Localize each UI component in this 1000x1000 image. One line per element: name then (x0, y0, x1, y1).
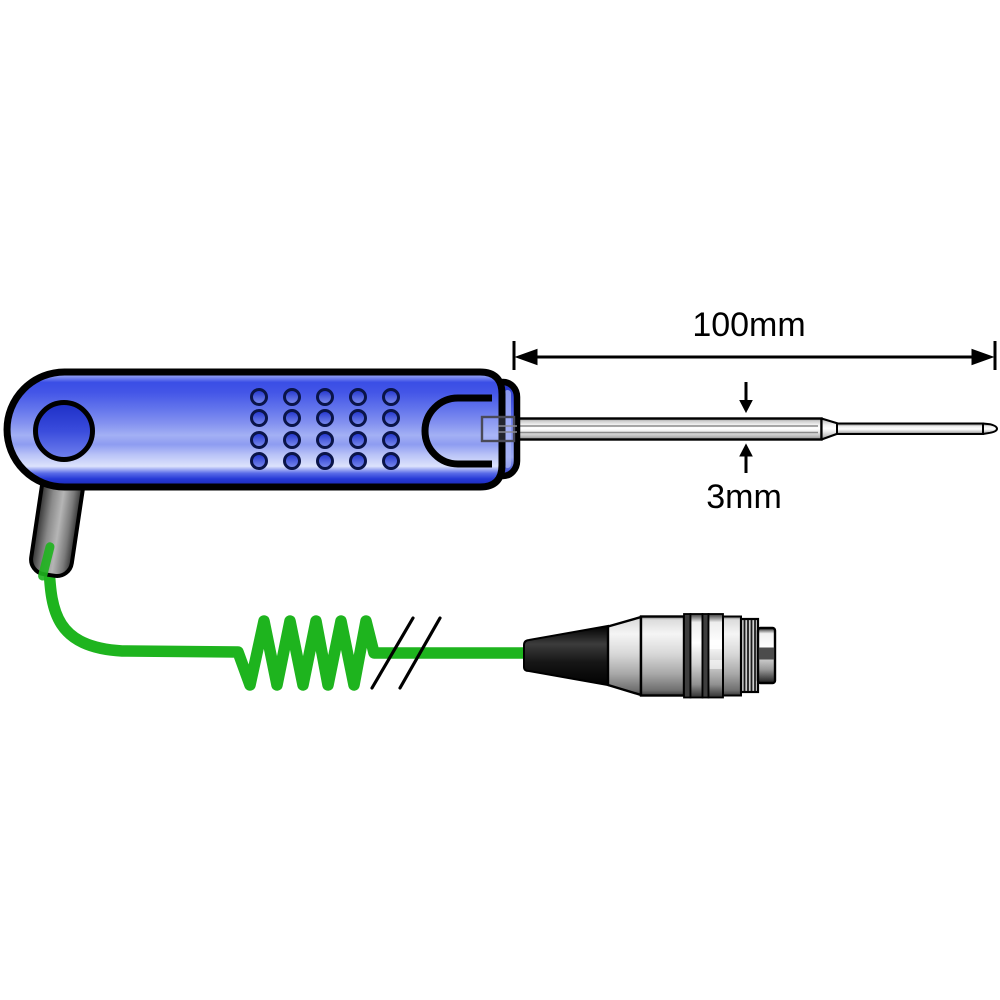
shaft-tip-section (836, 422, 984, 435)
shaft-taper (820, 417, 840, 441)
diameter-label: 3mm (706, 478, 782, 516)
diameter-annotation (739, 382, 753, 473)
arrowhead-up (739, 443, 753, 457)
cable-break-marks (370, 616, 442, 690)
coiled-cable (43, 560, 533, 691)
connector-ring-dark-1 (683, 613, 692, 699)
length-dimension-annotation (512, 341, 997, 370)
connector-collar (722, 615, 742, 697)
arrowhead-down (739, 400, 753, 414)
connector-ring-light-2 (707, 613, 724, 699)
shaft-thick-section (502, 417, 823, 441)
break-mark-2 (398, 616, 442, 690)
hidden-shaft-outline (480, 415, 517, 443)
length-label: 100mm (692, 306, 806, 344)
handle-body (3, 368, 506, 491)
hanging-hole (33, 400, 95, 462)
cable-path (43, 560, 533, 691)
connector-knurl (739, 617, 760, 694)
arrowhead-left (514, 348, 538, 366)
handle-nose-highlight (504, 390, 511, 468)
connector-ring-dark-2 (701, 613, 710, 699)
shaft-tip-point (982, 422, 998, 435)
probe-shaft (502, 417, 998, 441)
ring-gloss-lower (709, 660, 722, 669)
cable-stub (38, 542, 55, 581)
connector-ring-light-1 (689, 613, 704, 699)
grip-dots (250, 388, 400, 470)
connector-flare (606, 615, 643, 697)
connector-front-groove (758, 647, 775, 660)
ring-gloss-upper (709, 640, 722, 649)
connector (523, 613, 777, 699)
break-mark-1 (370, 616, 415, 690)
connector-barrel (639, 615, 686, 697)
connector-boot (523, 624, 609, 687)
probe-handle (3, 368, 521, 491)
handle-end-recess (421, 394, 492, 468)
arrowhead-right (971, 348, 995, 366)
